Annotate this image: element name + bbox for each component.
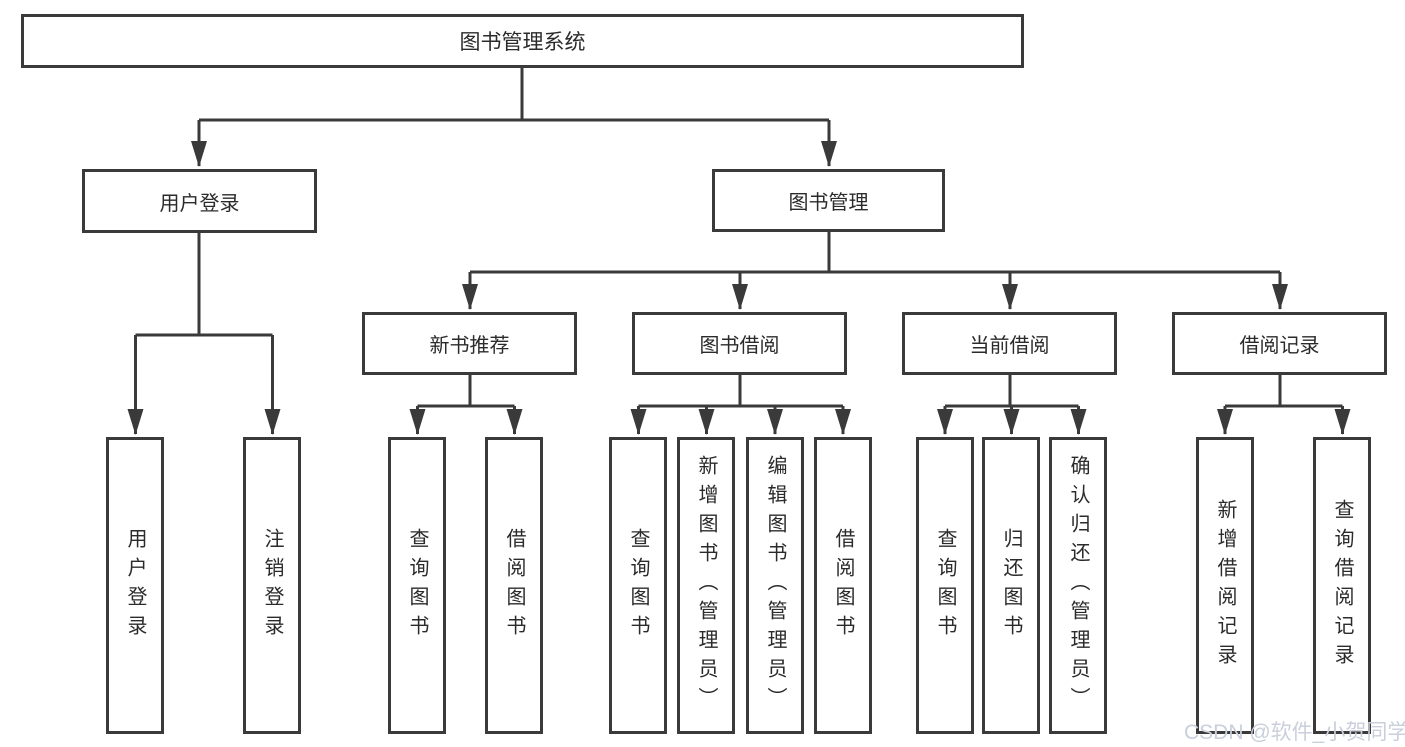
- leaf-edit-book-admin: 编辑图书（管理员）: [746, 437, 804, 734]
- leaf-query-borrow-record: 查询借阅记录: [1313, 437, 1371, 734]
- leaf-query-books-borrow: 查询图书: [609, 437, 667, 734]
- node-new-book-recommendation: 新书推荐: [362, 312, 577, 375]
- leaf-borrow-books: 借阅图书: [814, 437, 872, 734]
- csdn-watermark: CSDN @软件_小贺同学: [1184, 721, 1405, 744]
- leaf-user-login: 用户登录: [106, 437, 164, 734]
- leaf-return-book: 归还图书: [982, 437, 1040, 734]
- leaf-borrow-books-recommend: 借阅图书: [485, 437, 543, 734]
- leaf-logout: 注销登录: [243, 437, 301, 734]
- node-book-borrowing: 图书借阅: [632, 312, 847, 375]
- leaf-add-borrow-record: 新增借阅记录: [1196, 437, 1254, 734]
- leaf-query-books-current: 查询图书: [916, 437, 974, 734]
- leaf-query-books-recommend: 查询图书: [388, 437, 446, 734]
- leaf-add-book-admin: 新增图书（管理员）: [677, 437, 735, 734]
- node-current-borrowing: 当前借阅: [902, 312, 1117, 375]
- node-user-login: 用户登录: [82, 169, 317, 233]
- node-book-management: 图书管理: [712, 169, 945, 232]
- node-library-system: 图书管理系统: [21, 14, 1024, 68]
- node-borrowing-records: 借阅记录: [1172, 312, 1387, 375]
- leaf-confirm-return-admin: 确认归还（管理员）: [1049, 437, 1107, 734]
